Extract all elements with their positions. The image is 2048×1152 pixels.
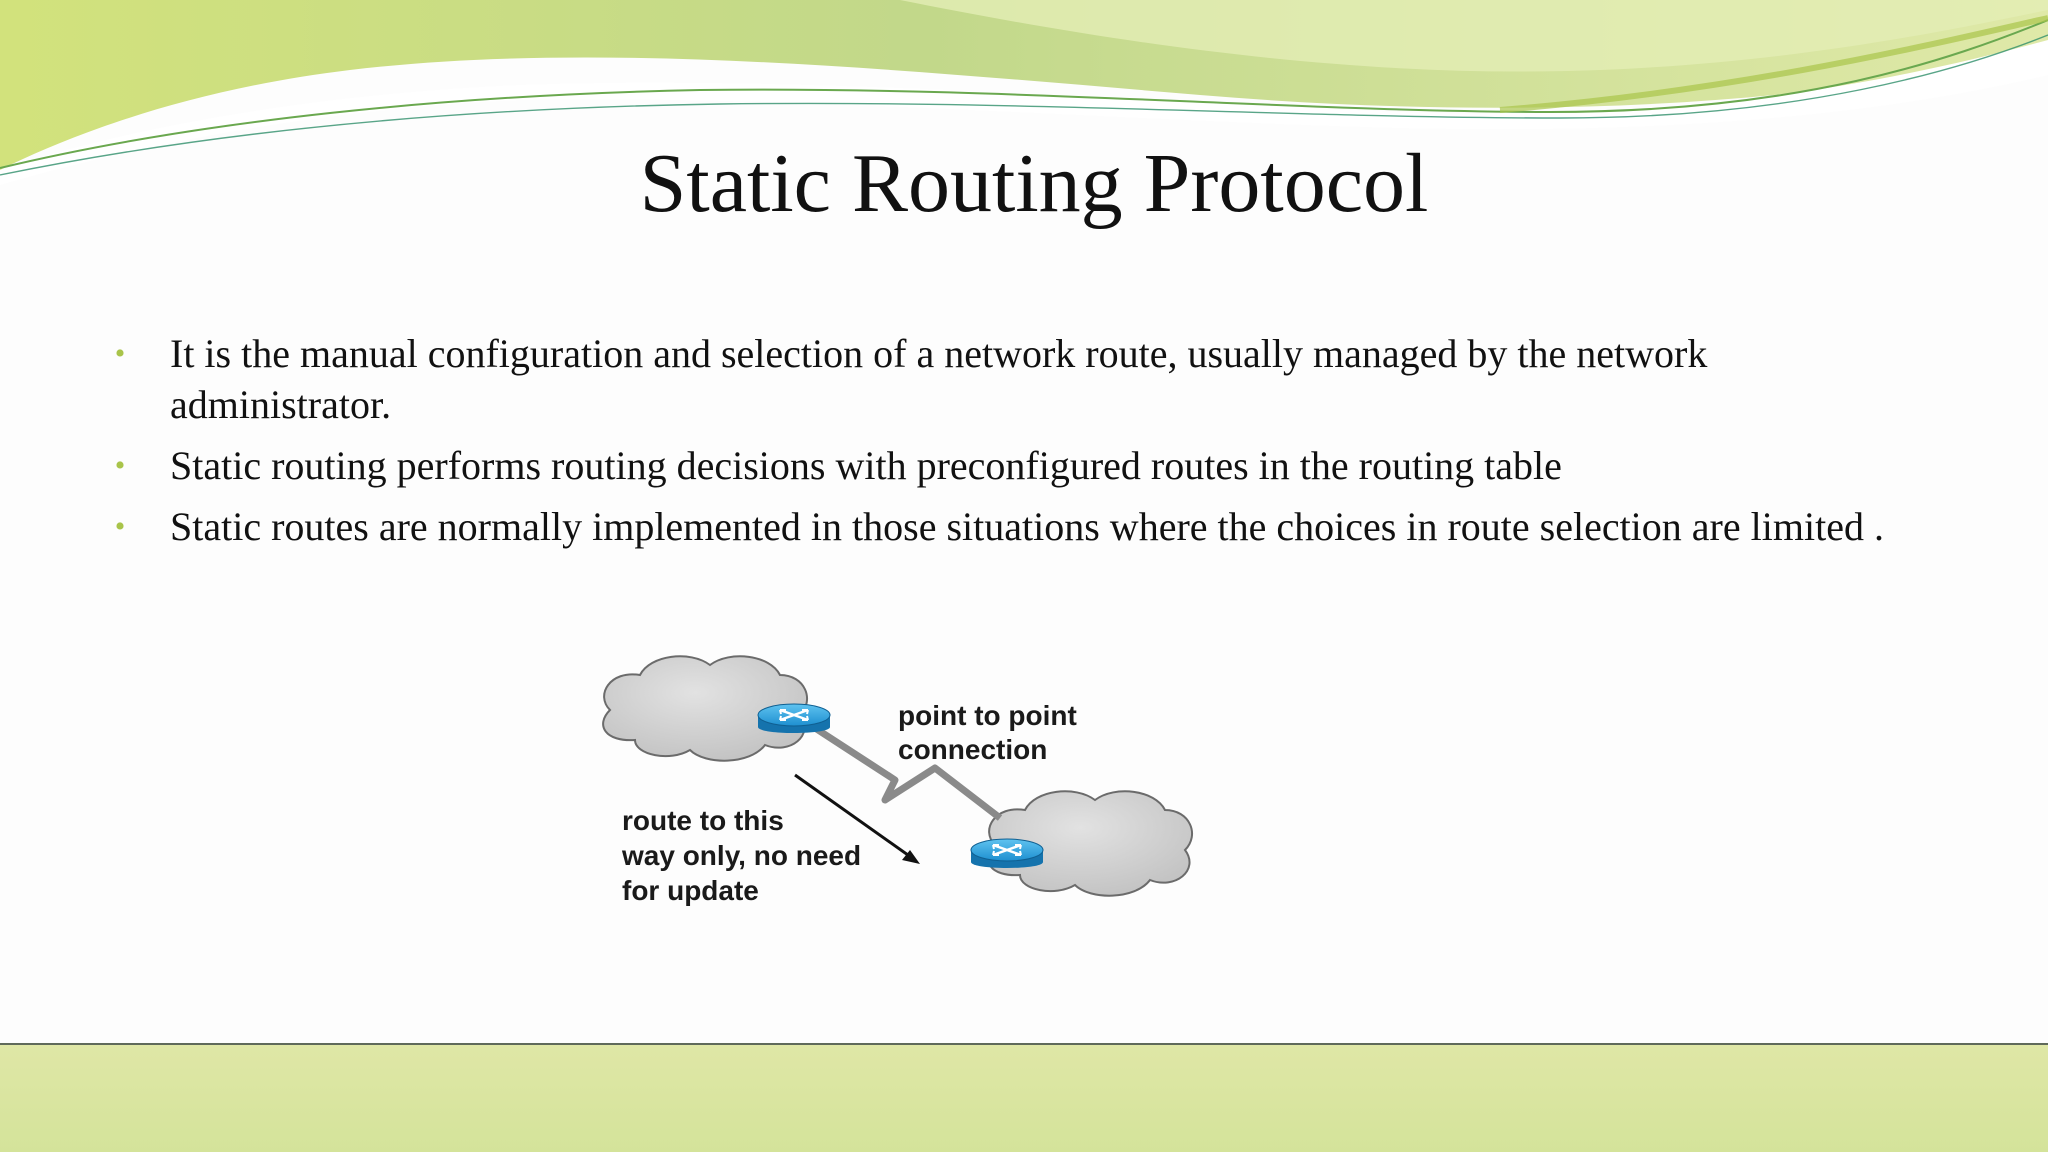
connection-label-line2: connection: [898, 734, 1047, 765]
bullet-text: It is the manual configuration and selec…: [170, 331, 1708, 427]
bullet-item: • It is the manual configuration and sel…: [110, 328, 1890, 430]
router-icon: [970, 838, 1044, 868]
arrow-icon: [794, 773, 920, 864]
router-icon: [757, 703, 831, 733]
bullet-text: Static routes are normally implemented i…: [170, 504, 1884, 549]
bullet-dot-icon: •: [114, 337, 126, 370]
cloud-icon: [987, 790, 1194, 897]
bullet-item: • Static routes are normally implemented…: [110, 501, 1890, 552]
point-to-point-link: [813, 725, 1003, 821]
bullet-text: Static routing performs routing decision…: [170, 443, 1562, 488]
route-label-line2: way only, no need: [621, 840, 861, 871]
bullet-item: • Static routing performs routing decisi…: [110, 440, 1890, 491]
route-label-line1: route to this: [622, 805, 784, 836]
connection-label-line1: point to point: [898, 700, 1077, 731]
slide-title: Static Routing Protocol: [639, 137, 1429, 230]
bullet-list: • It is the manual configuration and sel…: [110, 328, 1890, 562]
static-route-diagram: point to point connection route to this …: [602, 655, 1194, 906]
header-wave-decoration: [0, 0, 2048, 185]
footer-band: [0, 1043, 2048, 1152]
bullet-dot-icon: •: [114, 510, 126, 543]
route-label-line3: for update: [622, 875, 759, 906]
bullet-dot-icon: •: [114, 449, 126, 482]
